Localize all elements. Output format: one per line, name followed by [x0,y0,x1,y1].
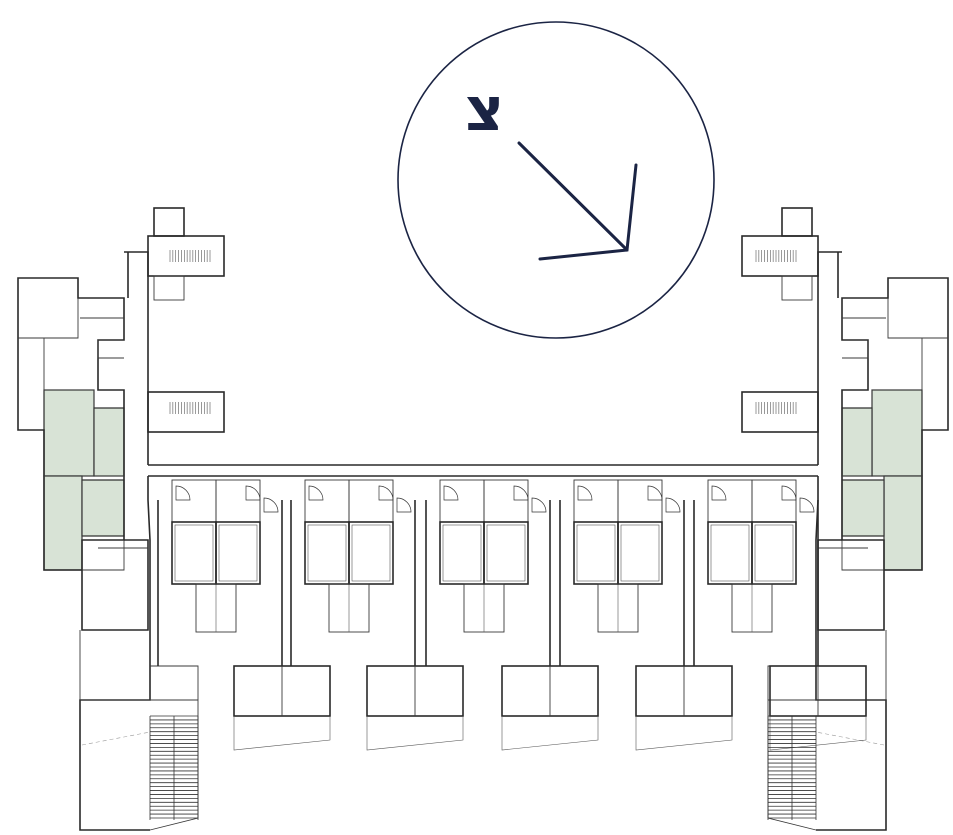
door-swing [443,485,459,501]
door-swing [175,485,191,501]
unit-module [559,479,733,751]
door-swing [531,497,547,513]
room-highlight [43,389,95,477]
door-swings [175,485,815,513]
door-swing [308,485,324,501]
unit-module [425,479,599,751]
door-swing [577,485,593,501]
door-swing [781,485,797,501]
room-highlight [841,407,873,477]
north-letter: צ [465,75,504,145]
door-swing [378,485,394,501]
unit-modules [157,479,867,751]
door-swing [263,497,279,513]
room-highlight [871,389,923,477]
right-wing [741,207,949,831]
door-swing [396,497,412,513]
north-arrow-symbol: צ [397,21,715,339]
unit-module [693,479,867,751]
door-swing [513,485,529,501]
room-highlight [43,475,83,571]
stair-treads [150,250,816,819]
door-swing [711,485,727,501]
unit-module [290,479,464,751]
unit-module [157,479,331,751]
door-swing [665,497,681,513]
room-highlight [841,479,885,537]
room-highlight [81,479,125,537]
left-wing [17,207,225,831]
north-arrow-ring [397,21,715,339]
north-arrow-icon [517,141,638,261]
room-highlight [883,475,923,571]
door-swing [245,485,261,501]
central-corridor [148,464,818,477]
room-highlight [93,407,125,477]
door-swing [799,497,815,513]
door-swing [647,485,663,501]
